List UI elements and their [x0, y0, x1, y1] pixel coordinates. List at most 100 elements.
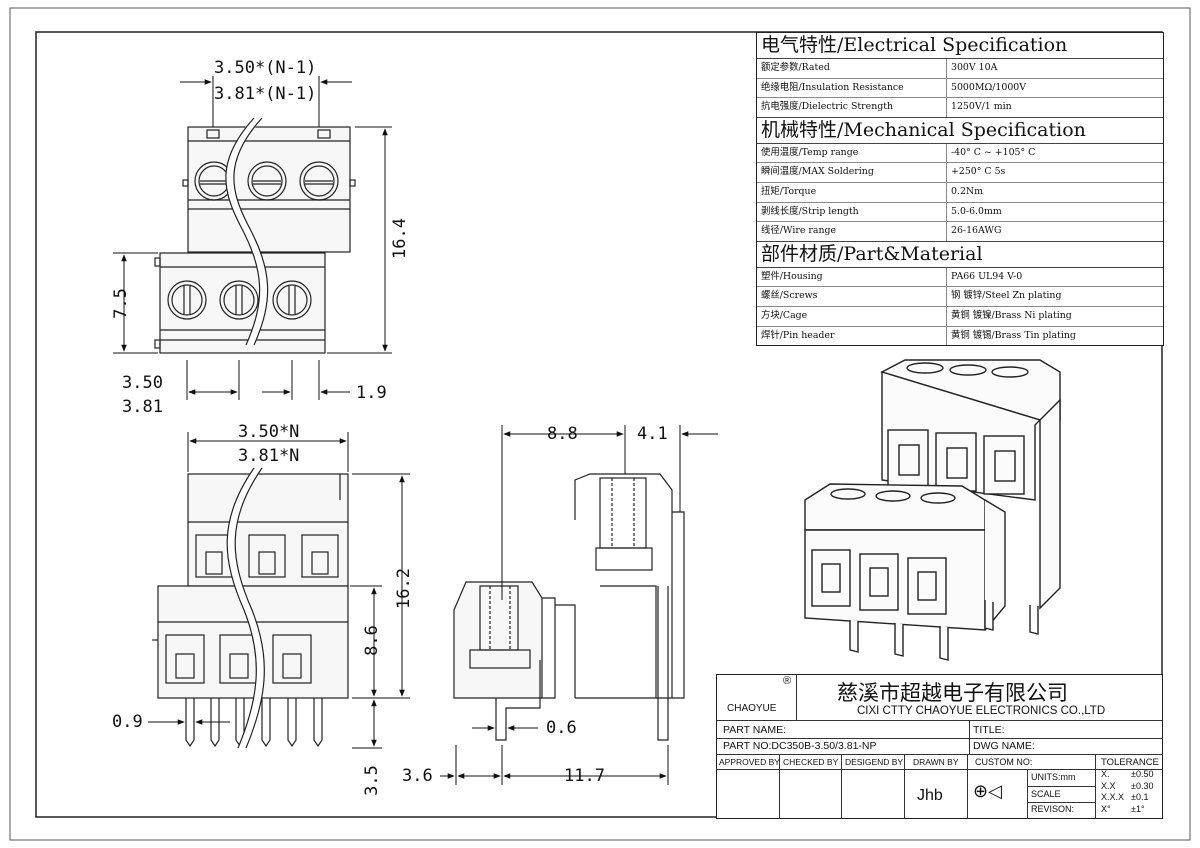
drawn-by-label: DRAWN BY: [913, 757, 959, 767]
side-view-dims: [440, 425, 718, 785]
tolerance-row: X.X ±0.30: [1101, 781, 1161, 793]
dim-height-top: 16.4: [389, 218, 410, 259]
tolerance-row: X° ±1°: [1101, 804, 1161, 816]
spec-value: -40° C ~ +105° C: [951, 146, 1036, 158]
spec-row: 方块/Cage 黄铜 镀镍/Brass Ni plating: [757, 306, 1163, 327]
side-view: [453, 473, 685, 741]
tolerance-value: ±0.50: [1131, 769, 1154, 779]
spec-label: 线径/Wire range: [757, 222, 947, 241]
electrical-rows: 额定参数/Rated 300V 10A 绝缘电阻/Insulation Resist…: [757, 59, 1163, 117]
outer-border: [9, 7, 1191, 841]
tolerance-key: X°: [1101, 803, 1111, 814]
tolerance-value: ±0.1: [1131, 792, 1149, 802]
revison-label: REVISON:: [1031, 804, 1075, 814]
spec-table: 电气特性/Electrical Specification 额定参数/Rated…: [756, 32, 1164, 347]
mechanical-rows: 使用温度/Temp range -40° C ~ +105° C 瞬间温度/MAX …: [757, 143, 1163, 241]
logo-text: CHAOYUE: [727, 703, 777, 714]
spec-value: 1250V/1 min: [951, 101, 1012, 113]
mechanical-title: 机械特性/Mechanical Specification: [757, 116, 1163, 144]
dim-front-pitch-1: 3.50*N: [238, 422, 300, 442]
dim-side-b: 4.1: [637, 424, 668, 444]
dwg-name-label: DWG NAME:: [973, 740, 1035, 752]
electrical-title: 电气特性/Electrical Specification: [757, 33, 1163, 59]
designed-by-label: DESIGEND BY: [845, 757, 904, 767]
dim-pitch-a: 3.50: [122, 373, 163, 393]
title-block: CHAOYUE ® 慈溪市超越电子有限公司 CIXI CTTY CHAOYUE …: [716, 674, 1163, 819]
top-view: [154, 115, 356, 354]
spec-label: 使用温度/Temp range: [757, 143, 947, 163]
spec-value: 黄铜 镀锡/Brass Tin plating: [951, 329, 1076, 341]
spec-row: 使用温度/Temp range -40° C ~ +105° C: [757, 143, 1163, 164]
checked-by-label: CHECKED BY: [783, 757, 839, 767]
tolerance-key: X.X.X: [1101, 792, 1125, 802]
company-name-en: CIXI CTTY CHAOYUE ELECTRONICS CO.,LTD: [857, 705, 1106, 717]
company-name-cn: 慈溪市超越电子有限公司: [837, 681, 1068, 705]
tolerance-key: X.X: [1101, 780, 1116, 791]
spec-value: +250° C 5s: [951, 166, 1006, 178]
spec-label: 瞬间温度/MAX Soldering: [757, 163, 947, 182]
spec-row: 绝缘电阻/Insulation Resistance 5000MΩ/1000V: [757, 78, 1163, 99]
spec-value: 300V 10A: [951, 62, 998, 73]
units-label: UNITS:mm: [1031, 772, 1076, 782]
spec-value: 黄铜 镀镍/Brass Ni plating: [951, 309, 1072, 321]
part-name-label: PART NAME:: [723, 724, 787, 736]
spec-row: 线径/Wire range 26-16AWG: [757, 222, 1163, 241]
dim-height-left: 7.5: [110, 288, 131, 319]
tolerance-value: ±1°: [1131, 803, 1145, 814]
custom-no-label: CUSTOM NO:: [975, 757, 1033, 767]
tolerance-title: TOLERANCE: [1101, 757, 1159, 768]
isometric-view: [804, 359, 1061, 661]
approved-by-label: APPROVED BY: [719, 757, 780, 767]
title-label: TITLE:: [973, 724, 1005, 736]
dim-side-c: 3.6: [402, 766, 433, 786]
inner-border: [35, 31, 1163, 818]
dim-height-front: 16.2: [393, 568, 414, 609]
tolerance-value: ±0.30: [1131, 780, 1154, 791]
spec-row: 螺丝/Screws 钢 镀锌/Steel Zn plating: [757, 287, 1163, 307]
dim-pin-width: 0.9: [112, 712, 143, 732]
dim-top-pitch-1: 3.50*(N-1): [214, 58, 317, 78]
dim-edge: 1.9: [356, 383, 387, 403]
spec-value: 5000MΩ/1000V: [951, 81, 1027, 93]
spec-label: 绝缘电阻/Insulation Resistance: [757, 78, 947, 98]
spec-label: 抗电强度/Dielectric Strength: [757, 98, 947, 117]
spec-row: 抗电强度/Dielectric Strength 1250V/1 min: [757, 98, 1163, 117]
spec-value: 26-16AWG: [951, 225, 1002, 237]
spec-row: 瞬间温度/MAX Soldering +250° C 5s: [757, 163, 1163, 183]
spec-value: 钢 镀锌/Steel Zn plating: [951, 290, 1062, 302]
spec-label: 剥线长度/Strip length: [757, 202, 947, 222]
dim-front-pitch-2: 3.81*N: [238, 446, 300, 466]
dim-side-pin: 0.6: [546, 718, 577, 738]
spec-value: 5.0-6.0mm: [951, 205, 1002, 217]
dim-side-a: 8.8: [547, 424, 578, 444]
spec-row: 剥线长度/Strip length 5.0-6.0mm: [757, 202, 1163, 223]
dim-height-mid: 8.6: [361, 625, 382, 656]
spec-label: 焊针/Pin header: [757, 326, 947, 346]
spec-value: PA66 UL94 V-0: [951, 270, 1023, 282]
spec-row: 扭矩/Torque 0.2Nm: [757, 182, 1163, 203]
tolerance-key: X.: [1101, 769, 1110, 779]
front-view: [152, 465, 349, 750]
spec-label: 额定参数/Rated: [757, 59, 947, 78]
spec-value: 0.2Nm: [951, 185, 984, 197]
dim-pin-length: 3.5: [361, 765, 382, 796]
part-number: PART NO:DC350B-3.50/3.81-NP: [723, 740, 877, 752]
spec-label: 螺丝/Screws: [757, 287, 947, 306]
top-view-dims: [113, 76, 392, 400]
dim-top-pitch-2: 3.81*(N-1): [214, 84, 317, 104]
front-view-dims: [148, 432, 410, 749]
spec-row: 焊针/Pin header 黄铜 镀锡/Brass Tin plating: [757, 326, 1163, 346]
spec-label: 方块/Cage: [757, 306, 947, 326]
dim-side-d: 11.7: [564, 766, 605, 786]
spec-label: 塑件/Housing: [757, 267, 947, 287]
dim-pitch-b: 3.81: [122, 397, 163, 417]
spec-row: 额定参数/Rated 300V 10A: [757, 59, 1163, 79]
material-title: 部件材质/Part&Material: [757, 240, 1163, 268]
logo-mark: ®: [783, 675, 792, 687]
drawn-by-value: Jhb: [917, 787, 943, 804]
spec-label: 扭矩/Torque: [757, 182, 947, 202]
spec-row: 塑件/Housing PA66 UL94 V-0: [757, 267, 1163, 288]
